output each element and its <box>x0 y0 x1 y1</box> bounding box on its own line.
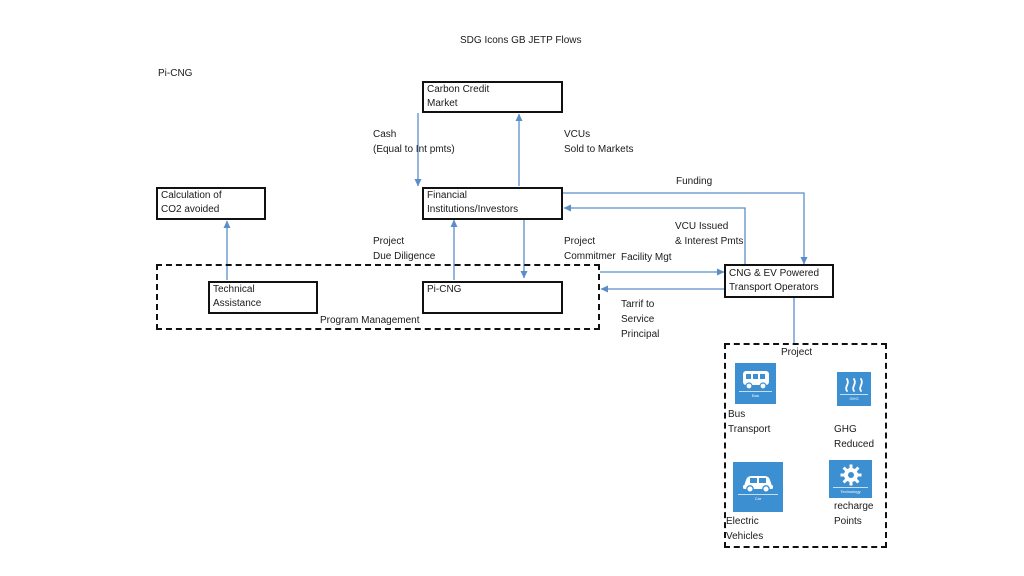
label-line: VCUs <box>564 129 591 140</box>
box-pi-cng: Pi-CNG <box>422 281 563 314</box>
label-facility-mgt: Facility Mgt <box>621 252 672 263</box>
label-line: Sold to Markets <box>564 144 634 155</box>
box-technical-assistance: Technical Assistance <box>208 281 318 314</box>
box-line: Market <box>427 98 458 109</box>
label-line: Electric <box>726 516 759 527</box>
box-line: Calculation of <box>161 190 222 201</box>
label-project-commitment: Project Commitmer <box>564 234 616 264</box>
label-line: GHG <box>834 424 857 435</box>
box-line: CNG & EV Powered <box>729 268 820 279</box>
label-line: & Interest Pmts <box>675 236 744 247</box>
box-line: Technical <box>213 284 255 295</box>
project-sdg-group <box>724 343 887 548</box>
label-line: Service <box>621 314 655 325</box>
box-transport-operators: CNG & EV Powered Transport Operators <box>724 264 834 298</box>
corner-label: Pi-CNG <box>158 68 193 79</box>
label-line: Commitmer <box>564 251 616 262</box>
label-line: Principal <box>621 329 660 340</box>
box-co2-avoided: Calculation of CO2 avoided <box>156 187 266 220</box>
arrow-vcu-issued <box>563 204 746 265</box>
box-financial-institutions: Financial Institutions/Investors <box>422 187 563 220</box>
label-line: Bus <box>728 409 746 420</box>
label-line: Tarrif to <box>621 299 655 310</box>
label-line: VCU Issued <box>675 221 729 232</box>
tile-caption: Bus <box>739 390 772 398</box>
box-line: Pi-CNG <box>427 284 462 295</box>
sdg-label-bus: Bus Transport <box>728 407 770 437</box>
box-line: Institutions/Investors <box>427 204 519 215</box>
label-line: Points <box>834 516 862 527</box>
label-line: Vehicles <box>726 531 764 542</box>
diagram-title: SDG Icons GB JETP Flows <box>460 35 582 46</box>
sdg-label-ghg: GHG Reduced <box>834 422 874 452</box>
sdg-label-car: Electric Vehicles <box>726 514 763 544</box>
sdg-tile-technology: Technology <box>829 460 872 498</box>
sdg-label-technology: recharge Points <box>834 499 873 529</box>
label-line: Project <box>373 236 405 247</box>
label-line: recharge <box>834 501 874 512</box>
box-line: CO2 avoided <box>161 204 220 215</box>
label-line: Project <box>564 236 596 247</box>
tile-caption: Technology <box>833 487 868 494</box>
label-project-due-diligence: Project Due Diligence <box>373 234 435 264</box>
tile-caption: GHG <box>840 394 868 401</box>
label-vcus: VCUs Sold to Markets <box>564 127 633 157</box>
label-funding: Funding <box>676 176 713 187</box>
label-line: Cash <box>373 129 397 140</box>
gear-icon <box>840 464 861 486</box>
box-line: Transport Operators <box>729 282 819 293</box>
label-project: Project <box>781 347 813 358</box>
box-carbon-credit-market: Carbon Credit Market <box>422 81 563 113</box>
label-line: Transport <box>728 424 771 435</box>
ghg-heat-icon <box>845 378 863 392</box>
box-line: Carbon Credit <box>427 84 490 95</box>
bus-icon <box>742 370 769 390</box>
sdg-tile-ghg: GHG <box>837 372 871 406</box>
car-icon <box>743 476 773 493</box>
label-vcu-issued: VCU Issued & Interest Pmts <box>675 219 743 249</box>
label-line: Due Diligence <box>373 251 436 262</box>
program-management-group <box>156 264 600 330</box>
box-line: Financial <box>427 190 468 201</box>
tile-caption: Car <box>738 494 778 501</box>
label-cash: Cash (Equal to Int pmts) <box>373 127 455 157</box>
label-line: Reduced <box>834 439 875 450</box>
label-tarrif: Tarrif to Service Principal <box>621 297 659 342</box>
arrow-funding <box>563 192 808 265</box>
sdg-tile-car: Car <box>733 462 783 512</box>
label-program-management: Program Management <box>320 315 420 326</box>
label-line: (Equal to Int pmts) <box>373 144 455 155</box>
sdg-tile-bus: Bus <box>735 363 776 404</box>
box-line: Assistance <box>213 298 262 309</box>
